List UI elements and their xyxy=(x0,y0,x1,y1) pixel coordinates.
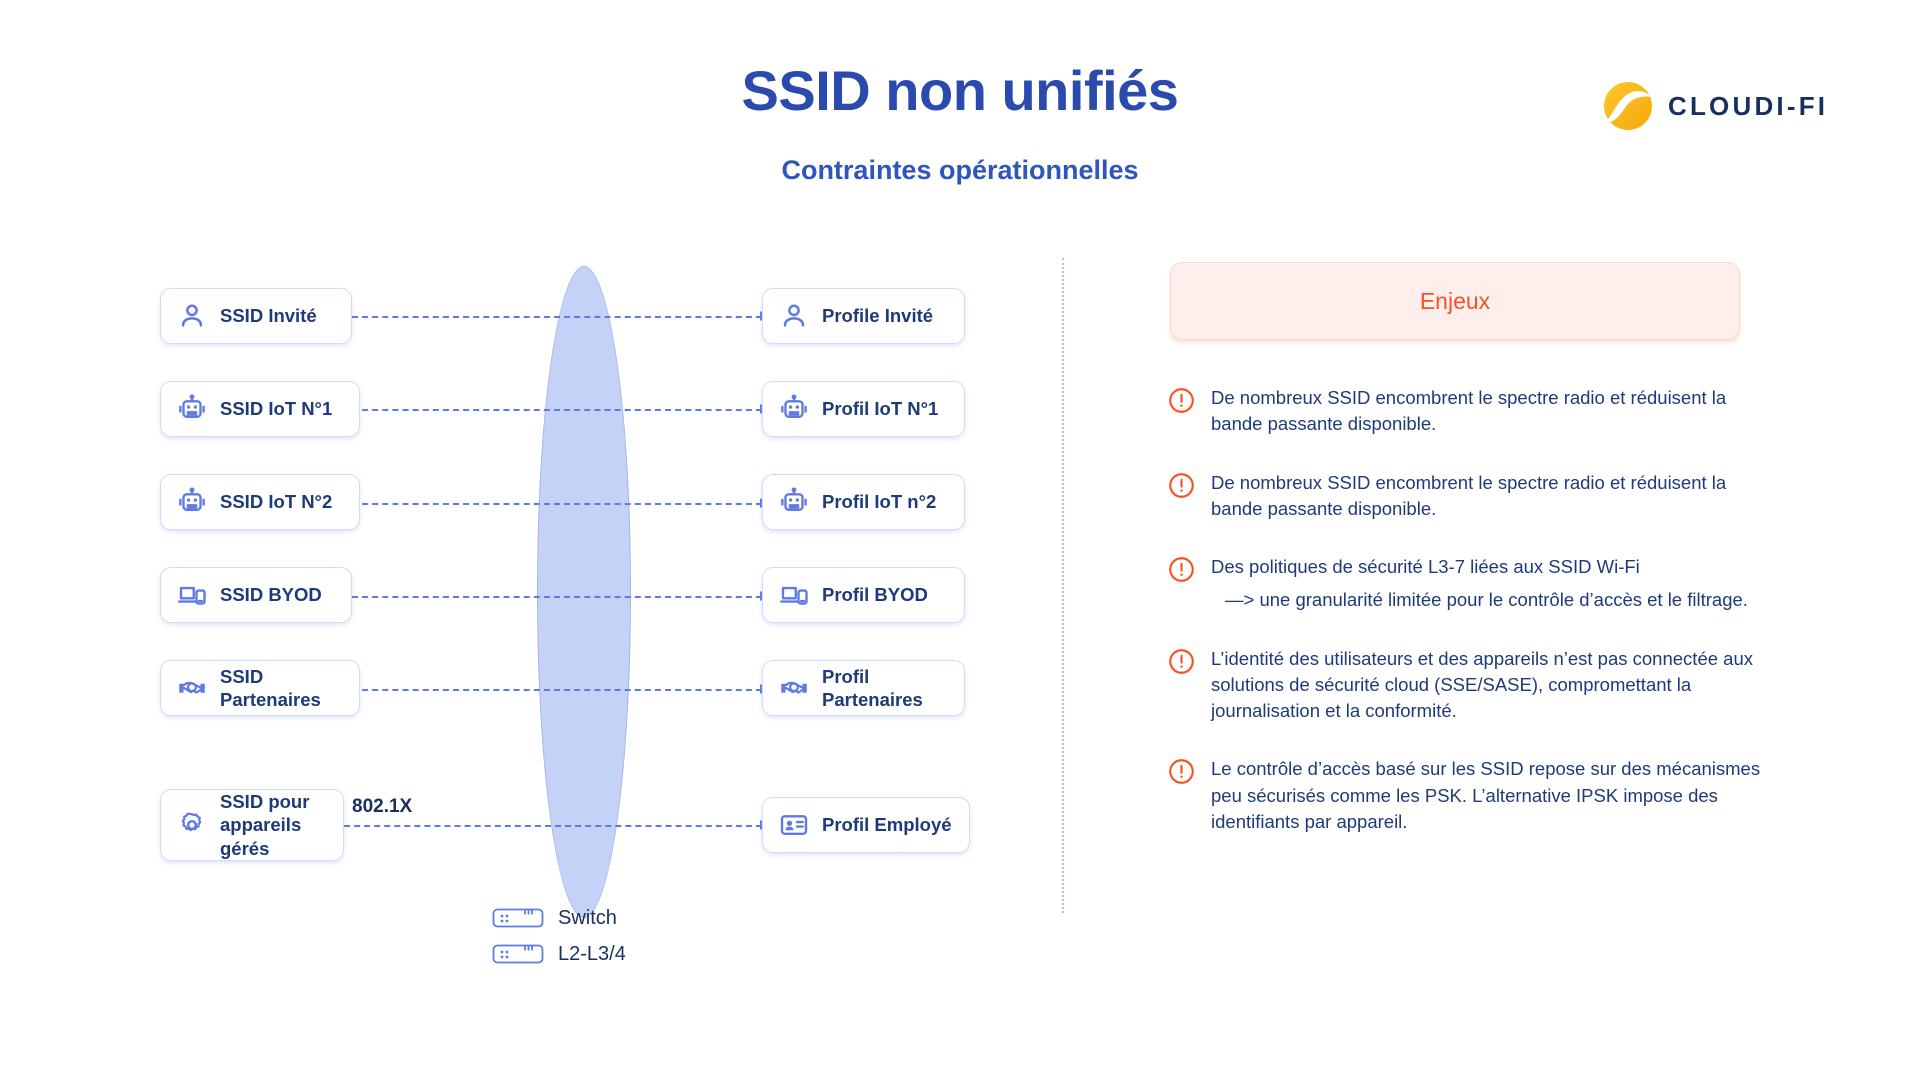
connector-line-6 xyxy=(344,825,762,827)
switch-icon xyxy=(492,905,544,931)
switch-row-2: L2-L3/4 xyxy=(492,941,626,967)
id-badge-icon xyxy=(779,810,809,840)
ssid-node-invite[interactable]: SSID Invité xyxy=(160,288,352,344)
profile-node-invite[interactable]: Profile Invité xyxy=(762,288,965,344)
robot-icon xyxy=(779,487,809,517)
ssid-node-label: SSID Invité xyxy=(220,305,317,327)
alert-circle-icon xyxy=(1168,556,1195,583)
issue-text: Le contrôle d’accès basé sur les SSID re… xyxy=(1211,758,1761,832)
enjeux-header-box: Enjeux xyxy=(1170,262,1740,340)
connector-line-5 xyxy=(352,689,762,691)
ssid-node-appareils-geres[interactable]: SSID pour appareils gérés xyxy=(160,789,344,861)
robot-icon xyxy=(779,394,809,424)
gear-icon xyxy=(177,810,207,840)
network-core-ellipse xyxy=(537,266,631,918)
connector-label-8021x: 802.1X xyxy=(352,796,413,817)
ssid-node-label: SSID BYOD xyxy=(220,584,322,606)
brand-logo: CLOUDI-FI xyxy=(1602,80,1828,132)
enjeux-heading: Enjeux xyxy=(1419,287,1491,314)
switch-label: Switch xyxy=(558,906,617,929)
laptop-phone-icon xyxy=(177,580,207,610)
ssid-node-label: SSID IoT N°2 xyxy=(220,491,333,513)
profile-node-byod[interactable]: Profil BYOD xyxy=(762,567,965,623)
profile-node-label: Profil IoT n°2 xyxy=(822,491,937,513)
brand-logo-text: CLOUDI-FI xyxy=(1668,90,1829,121)
ssid-node-iot-1[interactable]: SSID IoT N°1 xyxy=(160,381,360,437)
cloudi-fi-swoosh-logo-icon xyxy=(1602,80,1654,132)
profile-node-label: Profil Employé xyxy=(822,814,952,836)
section-divider xyxy=(1062,258,1064,913)
connector-line-4 xyxy=(352,596,762,598)
handshake-icon xyxy=(779,673,809,703)
issue-text: De nombreux SSID encombrent le spectre r… xyxy=(1211,387,1727,435)
robot-icon xyxy=(177,394,207,424)
alert-circle-icon xyxy=(1168,648,1195,675)
alert-circle-icon xyxy=(1168,472,1195,499)
issue-item: Des politiques de sécurité L3-7 liées au… xyxy=(1168,554,1768,614)
profile-node-label: Profile Invité xyxy=(822,305,934,327)
issue-text: De nombreux SSID encombrent le spectre r… xyxy=(1211,471,1727,519)
switch-row-1: Switch xyxy=(492,905,617,931)
alert-circle-icon xyxy=(1168,387,1195,414)
connector-line-2 xyxy=(352,409,762,411)
issue-item: De nombreux SSID encombrent le spectre r… xyxy=(1168,385,1768,438)
profile-node-iot-1[interactable]: Profil IoT N°1 xyxy=(762,381,965,437)
issue-text: Des politiques de sécurité L3-7 liées au… xyxy=(1211,556,1640,578)
page-subtitle: Contraintes opérationnelles xyxy=(781,155,1139,185)
ssid-node-label: SSID IoT N°1 xyxy=(220,398,333,420)
issue-item: Le contrôle d’accès basé sur les SSID re… xyxy=(1168,756,1768,835)
ssid-node-byod[interactable]: SSID BYOD xyxy=(160,567,352,623)
ssid-node-partenaires[interactable]: SSID Partenaires xyxy=(160,660,360,716)
ssid-node-iot-2[interactable]: SSID IoT N°2 xyxy=(160,474,360,530)
user-icon xyxy=(779,301,809,331)
handshake-icon xyxy=(177,673,207,703)
issue-item: L’identité des utilisateurs et des appar… xyxy=(1168,646,1768,725)
profile-node-label: Profil Partenaires xyxy=(822,665,923,710)
switch-icon xyxy=(492,941,544,967)
issue-text: L’identité des utilisateurs et des appar… xyxy=(1211,647,1753,722)
profile-node-employe[interactable]: Profil Employé xyxy=(762,797,970,853)
ssid-node-label: SSID pour appareils gérés xyxy=(220,791,310,859)
alert-circle-icon xyxy=(1168,758,1195,785)
page-title: SSID non unifiés xyxy=(741,59,1179,122)
connector-line-1 xyxy=(352,316,762,318)
profile-node-iot-2[interactable]: Profil IoT n°2 xyxy=(762,474,965,530)
issue-subtext: —> une granularité limitée pour le contr… xyxy=(1225,589,1748,611)
laptop-phone-icon xyxy=(779,580,809,610)
issue-item: De nombreux SSID encombrent le spectre r… xyxy=(1168,470,1768,523)
profile-node-label: Profil IoT N°1 xyxy=(822,398,939,420)
user-icon xyxy=(177,301,207,331)
profile-node-label: Profil BYOD xyxy=(822,584,928,606)
connector-line-3 xyxy=(352,503,762,505)
issues-list: De nombreux SSID encombrent le spectre r… xyxy=(1168,385,1768,867)
profile-node-partenaires[interactable]: Profil Partenaires xyxy=(762,660,965,716)
ssid-node-label: SSID Partenaires xyxy=(220,665,321,710)
switch-label: L2-L3/4 xyxy=(558,942,626,965)
robot-icon xyxy=(177,487,207,517)
